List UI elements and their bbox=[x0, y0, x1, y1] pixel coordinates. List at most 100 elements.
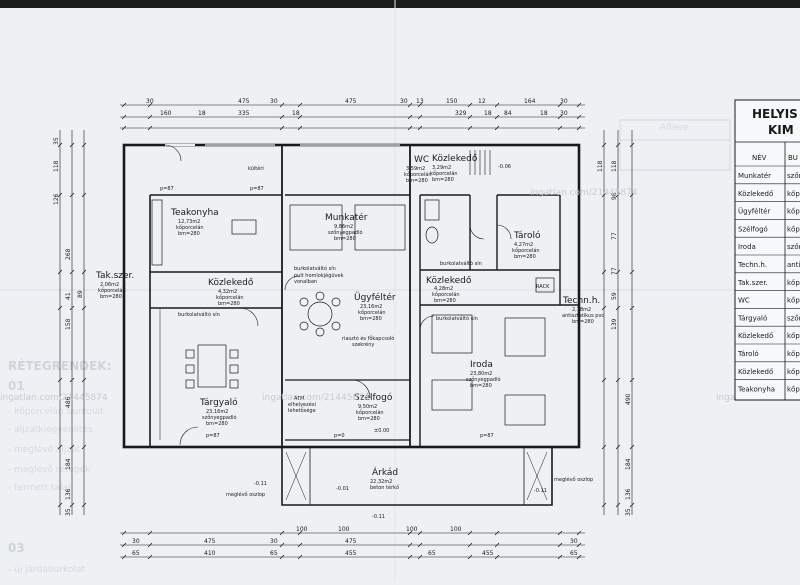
room-name: Közlekedő bbox=[432, 154, 478, 164]
dimension-tick bbox=[417, 114, 423, 120]
dimension-tick bbox=[407, 114, 413, 120]
room-floor: kőporcelán bbox=[430, 170, 458, 177]
ghost-line: - termett talaj bbox=[8, 483, 71, 493]
room-height: bm=280 bbox=[358, 416, 380, 422]
svg-text:139: 139 bbox=[611, 318, 618, 330]
room-area: 2,18m2 bbox=[572, 307, 591, 313]
annotation-text: vonalban bbox=[294, 279, 317, 285]
svg-text:65: 65 bbox=[132, 550, 140, 557]
svg-text:30: 30 bbox=[146, 98, 154, 105]
dimension-tick bbox=[629, 377, 635, 383]
room-arkad: Árkád 22,32m2 beton térkő bbox=[370, 466, 399, 491]
table-row-value: kőp bbox=[787, 367, 800, 376]
ghost-code: 03 bbox=[8, 541, 25, 555]
room-height: bm=280 bbox=[178, 231, 200, 237]
dimension-tick bbox=[81, 305, 87, 311]
svg-text:77: 77 bbox=[611, 232, 618, 240]
left-dimensions: 35 118 126 268 41 158 89 486 184 136 35 bbox=[53, 137, 84, 516]
room-name: Szélfogó bbox=[354, 392, 393, 403]
dimension-tick bbox=[576, 114, 582, 120]
dimension-tick bbox=[69, 502, 75, 508]
dimension-tick bbox=[629, 142, 635, 148]
dimension-tick bbox=[615, 377, 621, 383]
room-floor: kőporcelán bbox=[512, 247, 540, 254]
svg-text:455: 455 bbox=[345, 550, 357, 557]
dimension-tick bbox=[81, 142, 87, 148]
table-row-value: kőp bbox=[787, 278, 800, 287]
svg-text:136: 136 bbox=[625, 488, 632, 500]
svg-text:268: 268 bbox=[65, 248, 72, 260]
dimension-tick bbox=[69, 192, 75, 198]
ghost-line: Afliere bbox=[660, 123, 689, 133]
dimension-tick bbox=[557, 530, 563, 536]
dimension-tick bbox=[69, 305, 75, 311]
svg-text:335: 335 bbox=[238, 110, 250, 117]
svg-text:30: 30 bbox=[560, 110, 568, 117]
table-row-name: Iroda bbox=[738, 243, 756, 251]
svg-text:118: 118 bbox=[611, 160, 618, 172]
dimension-tick bbox=[494, 114, 500, 120]
room-technh: Techn.h. 2,18m2 antisztatikus pvc bm=280 bbox=[562, 296, 604, 325]
annotation-text: meglévő oszlop bbox=[226, 491, 265, 498]
svg-text:455: 455 bbox=[482, 550, 494, 557]
dimension-tick bbox=[297, 554, 303, 560]
table-row-name: Szélfogó bbox=[738, 225, 768, 233]
watermark-text: ingatlan.com/21445874 bbox=[0, 393, 108, 403]
dimension-tick bbox=[494, 102, 500, 108]
room-targyalo: Tárgyaló 23,16m2 szőnyegpadló bm=280 bbox=[199, 397, 238, 427]
svg-text:65: 65 bbox=[570, 550, 578, 557]
dimension-tick bbox=[467, 125, 473, 131]
dimension-tick bbox=[147, 125, 153, 131]
room-name: Teakonyha bbox=[170, 208, 219, 218]
svg-text:30: 30 bbox=[400, 98, 408, 105]
room-floor: kőporcelán bbox=[356, 409, 384, 416]
room-floor: kőporcelán bbox=[358, 309, 386, 316]
svg-text:100: 100 bbox=[450, 526, 462, 533]
room-area: 4,28m2 bbox=[434, 286, 453, 292]
level-mark: -0.11 bbox=[372, 514, 385, 520]
ghost-line: - meglévő rétegek bbox=[8, 464, 91, 475]
svg-text:84: 84 bbox=[504, 110, 512, 117]
dimension-tick bbox=[494, 125, 500, 131]
room-floor: kőporcelán bbox=[176, 224, 204, 231]
table-header: BU bbox=[788, 154, 798, 162]
table-row-value: kőp bbox=[787, 385, 800, 394]
ghost-line: - meglévő aljzat bbox=[8, 444, 81, 455]
svg-text:164: 164 bbox=[524, 98, 536, 105]
svg-text:150: 150 bbox=[446, 98, 458, 105]
table-row-value: szőr bbox=[787, 171, 800, 180]
dimension-tick bbox=[576, 554, 582, 560]
watermark-text: ingatlan.com/21445874 bbox=[262, 393, 370, 403]
dimension-tick bbox=[279, 530, 285, 536]
dimension-tick bbox=[467, 554, 473, 560]
dimension-tick bbox=[417, 102, 423, 108]
annotations: burkolatváltó sín burkolatváltó sín burk… bbox=[160, 164, 593, 520]
dimension-tick bbox=[629, 502, 635, 508]
table-title: HELYIS bbox=[752, 107, 798, 121]
dimension-tick bbox=[279, 102, 285, 108]
dimension-tick bbox=[121, 554, 127, 560]
table-row-value: kőp bbox=[787, 296, 800, 305]
room-takszer: Tak.szer. 2,06m2 kőporcelán bm=280 bbox=[95, 271, 134, 300]
room-name: WC bbox=[414, 155, 429, 165]
dimension-tick bbox=[57, 192, 63, 198]
dimension-tick bbox=[557, 542, 563, 548]
table-row-name: Ügyféltér bbox=[738, 207, 770, 216]
table-row-name: Közlekedő bbox=[738, 189, 773, 198]
dimension-tick bbox=[297, 530, 303, 536]
room-area: 9,50m2 bbox=[358, 404, 377, 410]
svg-text:12: 12 bbox=[478, 98, 486, 105]
svg-text:77: 77 bbox=[611, 267, 618, 275]
level-mark: -0.11 bbox=[254, 481, 267, 487]
room-floor: antisztatikus pvc bbox=[562, 313, 604, 319]
dimension-tick bbox=[601, 444, 607, 450]
svg-text:160: 160 bbox=[160, 110, 172, 117]
room-height: bm=280 bbox=[334, 236, 356, 242]
table-row-value: szőr bbox=[787, 313, 800, 322]
dimension-tick bbox=[57, 377, 63, 383]
room-tarolo: Tároló 4,27m2 kőporcelán bm=280 bbox=[512, 230, 541, 260]
dimension-tick bbox=[121, 114, 127, 120]
svg-text:30: 30 bbox=[132, 538, 140, 545]
dimension-tick bbox=[147, 554, 153, 560]
svg-text:30: 30 bbox=[560, 98, 568, 105]
